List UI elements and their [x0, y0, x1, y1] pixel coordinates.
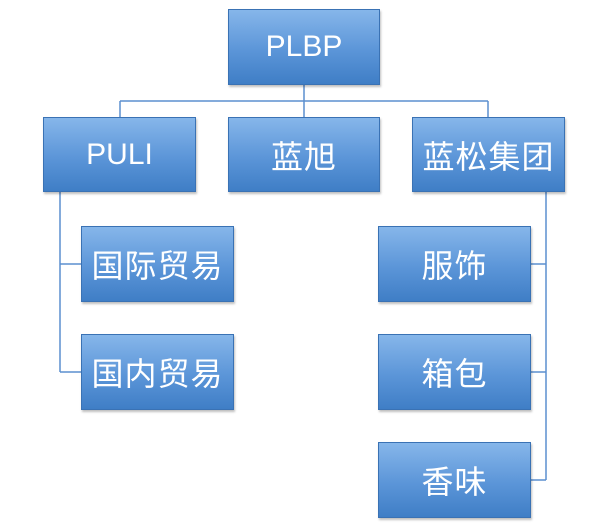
node-lanxu: 蓝旭	[228, 117, 380, 192]
node-label: 蓝松集团	[422, 137, 555, 176]
node-puli: PULI	[43, 117, 196, 192]
node-label: PULI	[86, 137, 153, 171]
node-label: PLBP	[265, 30, 343, 63]
node-bags: 箱包	[378, 334, 531, 410]
node-lansong: 蓝松集团	[412, 117, 565, 192]
node-label: 蓝旭	[270, 137, 337, 176]
node-plbp: PLBP	[228, 9, 380, 85]
node-label: 箱包	[421, 355, 488, 393]
node-label: 国际贸易	[91, 247, 224, 285]
node-apparel: 服饰	[378, 226, 531, 302]
node-fragrance: 香味	[378, 442, 531, 518]
node-international-trade: 国际贸易	[81, 226, 234, 302]
node-label: 国内贸易	[91, 355, 224, 393]
node-domestic-trade: 国内贸易	[81, 334, 234, 410]
node-label: 服饰	[421, 247, 488, 285]
node-label: 香味	[421, 463, 488, 501]
